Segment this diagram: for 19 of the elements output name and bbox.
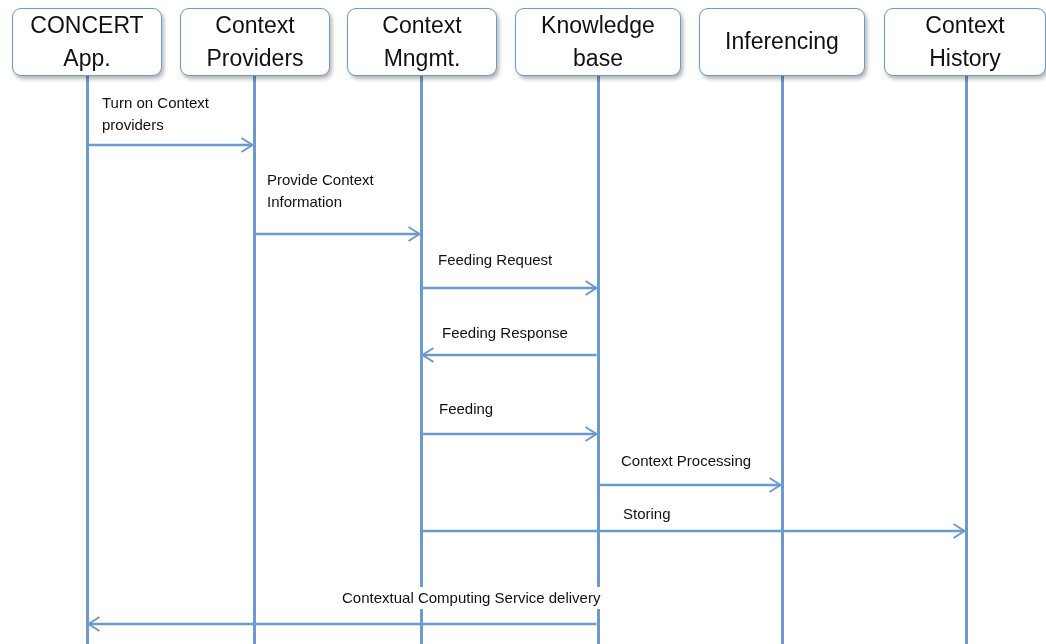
message-arrow (599, 477, 782, 493)
lifeline (85, 76, 89, 644)
participant-box: CONCERT App. (12, 8, 162, 76)
message-arrow (421, 347, 597, 363)
participant-box: Context History (884, 8, 1046, 76)
participant-box: Inferencing (699, 8, 865, 76)
message-arrow (87, 616, 597, 632)
message-arrow (422, 523, 966, 539)
lifeline (780, 76, 784, 644)
message-arrow (422, 426, 598, 442)
participant-box: Context Providers (180, 8, 330, 76)
message-label: Contextual Computing Service delivery (340, 587, 603, 609)
message-arrow (422, 280, 598, 296)
participant-box: Context Mngmt. (347, 8, 497, 76)
message-arrow (88, 137, 254, 153)
participant-box: Knowledge base (515, 8, 681, 76)
message-arrow (255, 226, 421, 242)
lifeline (964, 76, 968, 644)
lifeline (252, 76, 256, 644)
